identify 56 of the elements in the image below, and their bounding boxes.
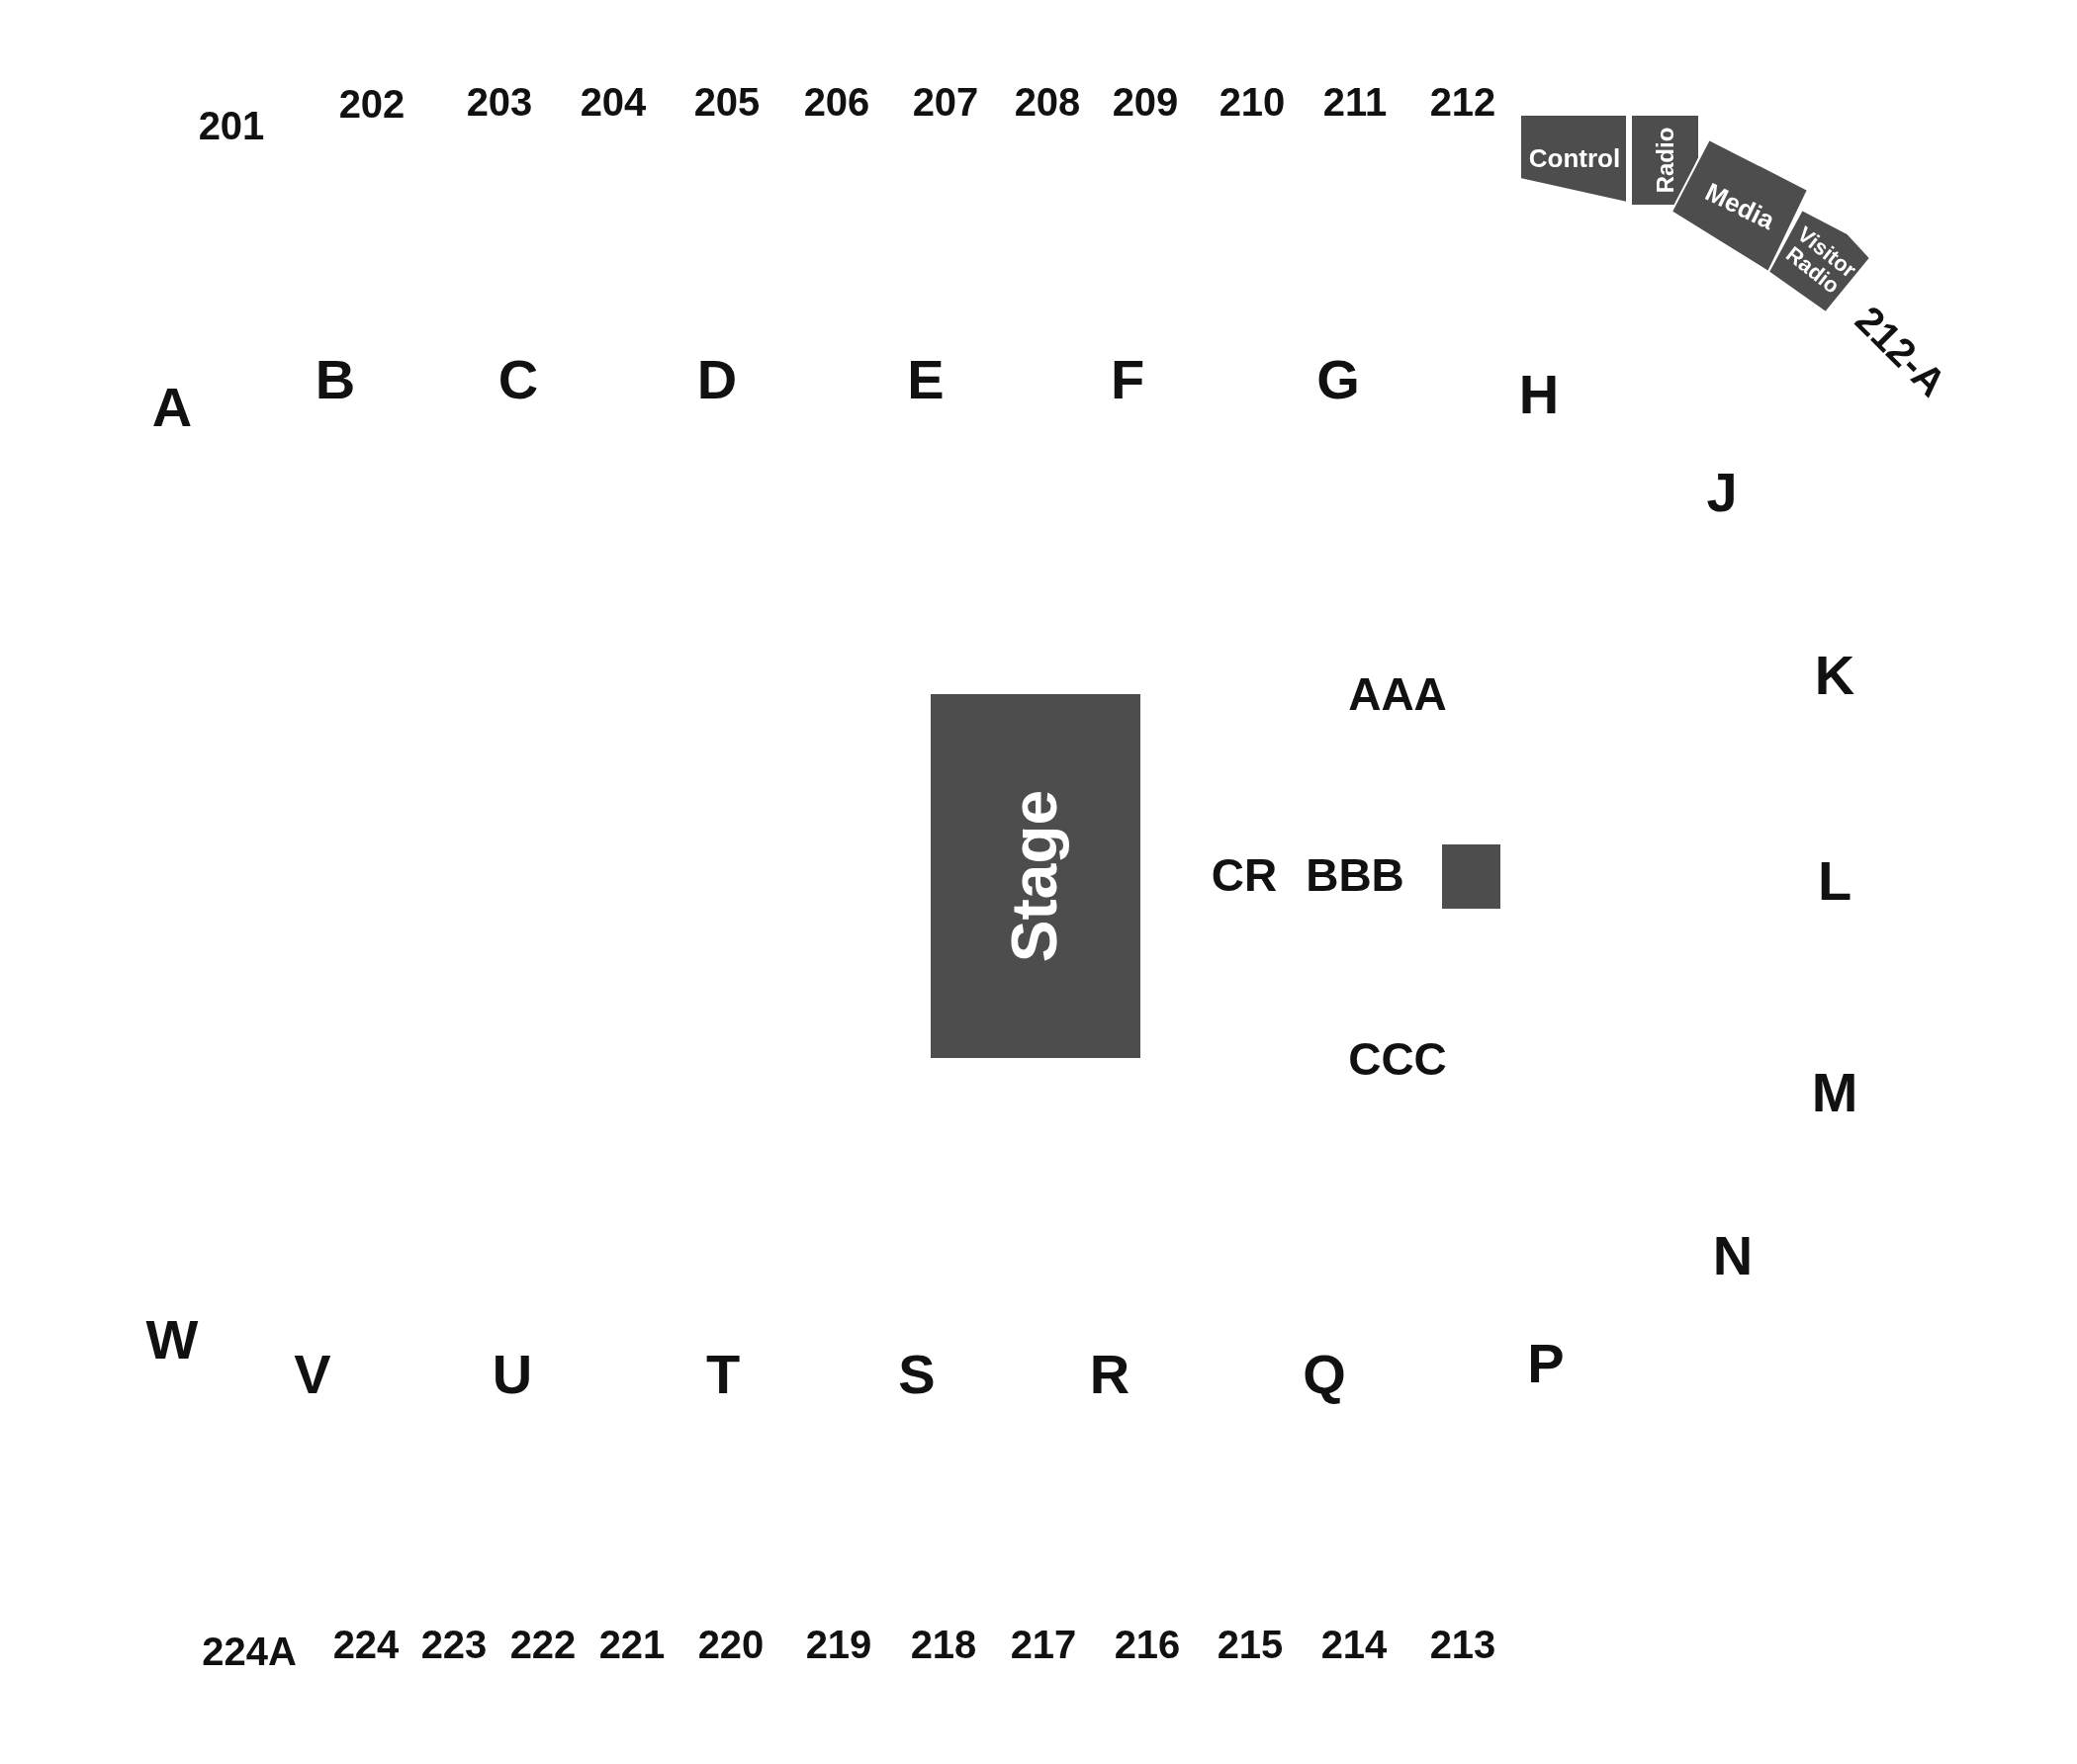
row-letter: H [1518, 367, 1560, 422]
section-number: 213 [1429, 1625, 1496, 1664]
booth-area [1520, 115, 1629, 204]
stage-area [931, 694, 1140, 1058]
row-letter: D [696, 352, 738, 407]
row-letter: G [1316, 352, 1360, 407]
row-letter: CR [1211, 852, 1278, 898]
section-number: 208 [1014, 82, 1081, 122]
section-number: 205 [693, 82, 761, 122]
row-letter: E [907, 352, 945, 407]
section-number: 207 [912, 82, 979, 122]
section-number: 216 [1114, 1625, 1181, 1664]
row-letter: V [294, 1347, 331, 1402]
section-number: 224 [332, 1625, 400, 1664]
row-letter: P [1527, 1336, 1565, 1391]
section-number: 217 [1010, 1625, 1077, 1664]
row-letter: C [497, 352, 539, 407]
section-number: 214 [1320, 1625, 1388, 1664]
row-letter: AAA [1348, 671, 1447, 717]
section-number: 221 [598, 1625, 666, 1664]
row-letter: J [1706, 465, 1738, 520]
row-letter: BBB [1306, 852, 1404, 898]
section-number: 215 [1217, 1625, 1284, 1664]
section-number: 201 [198, 106, 265, 145]
row-letter: N [1712, 1228, 1754, 1283]
row-letter: W [145, 1312, 199, 1367]
section-number: 209 [1112, 82, 1179, 122]
section-number: 210 [1219, 82, 1286, 122]
row-letter: A [151, 380, 193, 435]
section-number: 220 [697, 1625, 765, 1664]
row-letter: L [1817, 853, 1852, 909]
section-number: 202 [338, 84, 406, 124]
section-number: 222 [509, 1625, 577, 1664]
section-number: 203 [466, 82, 533, 122]
section-number: 206 [803, 82, 870, 122]
row-letter: M [1811, 1065, 1858, 1120]
area-label: Control [1528, 145, 1621, 173]
row-letter: Q [1303, 1347, 1346, 1402]
area-label: Radio [1652, 127, 1678, 194]
section-number: 212 [1429, 82, 1496, 122]
section-number: 219 [805, 1625, 872, 1664]
row-letter: K [1814, 648, 1855, 703]
row-letter: U [492, 1347, 533, 1402]
row-letter: F [1110, 352, 1145, 407]
row-letter: S [898, 1347, 936, 1402]
section-number: 204 [580, 82, 647, 122]
area-label: Stage [1002, 789, 1069, 963]
row-letter: B [315, 352, 356, 407]
section-number: 218 [910, 1625, 977, 1664]
row-letter: R [1089, 1347, 1130, 1402]
platform-block [1442, 844, 1500, 909]
row-letter: T [705, 1347, 741, 1402]
section-number: 224A [202, 1632, 297, 1671]
row-letter: CCC [1348, 1036, 1447, 1082]
section-number: 211 [1322, 82, 1388, 122]
section-number: 223 [420, 1625, 488, 1664]
